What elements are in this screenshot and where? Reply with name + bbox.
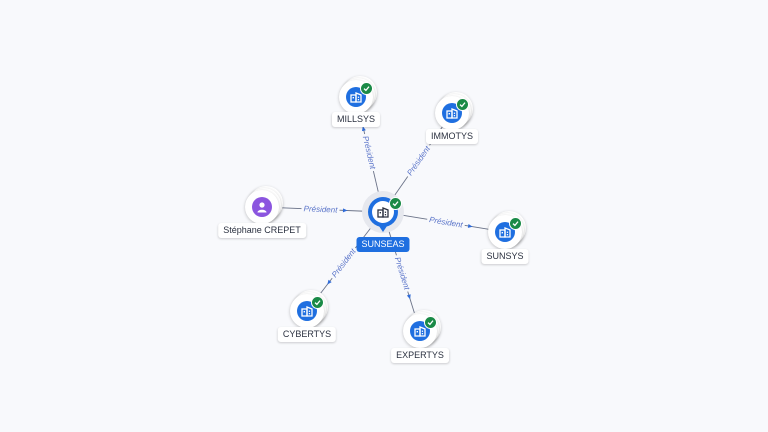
verified-check-icon [509,217,522,230]
edge-label: Président [405,144,432,178]
verified-check-icon [456,98,469,111]
verified-check-icon [360,82,373,95]
arrow-head-icon [406,294,411,300]
person-icon [252,197,272,217]
verified-check-icon [311,296,324,309]
edge-label-background [327,244,359,281]
node-label: MILLSYS [331,112,381,127]
node-label: Stéphane CREPET [218,223,306,238]
edge-sunseas-sunsys: Président [400,213,492,231]
node-label: EXPERTYS [391,348,449,363]
edge-label-background [392,253,414,293]
arrow-head-icon [342,208,348,213]
edge-label-background [301,202,340,215]
verified-check-icon [424,316,437,329]
arrow-head-icon [327,279,332,285]
edge-label: Président [429,215,465,229]
edge-label: Président [330,246,358,279]
node-label: IMMOTYS [426,129,478,144]
edge-label: Président [393,256,412,292]
node-label: SUNSEAS [356,237,410,252]
verified-check-icon [389,197,402,210]
building-icon [372,201,394,223]
arrow-head-icon [361,126,366,132]
edge-label-background [360,132,380,172]
edge-stephane-sunseas: Président [275,202,366,215]
edge-label-background [402,141,433,179]
map-pin-tip [377,223,389,232]
edge-label: Président [303,204,338,214]
node-label: SUNSYS [481,249,529,264]
arrow-head-icon [467,223,473,228]
edge-label-background [426,213,466,230]
node-label: CYBERTYS [277,327,337,342]
